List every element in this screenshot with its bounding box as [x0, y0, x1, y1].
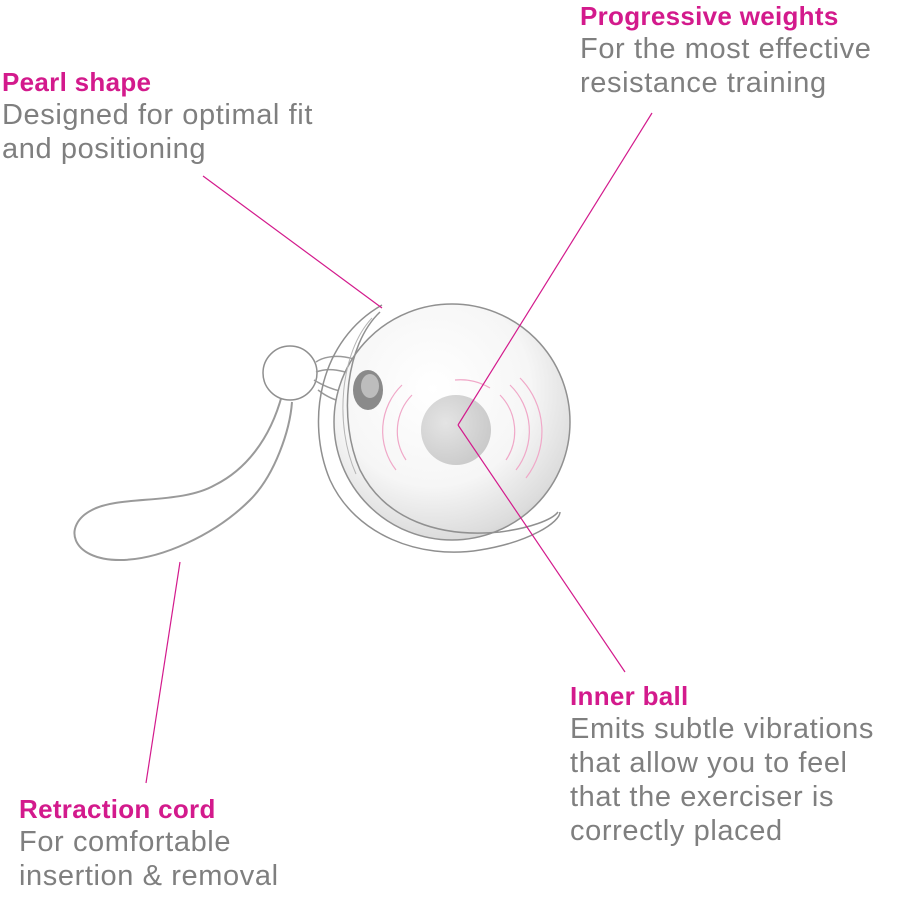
callout-description: Emits subtle vibrations that allow you t…: [570, 713, 874, 847]
callout-title: Pearl shape: [2, 67, 152, 97]
callout-title: Inner ball: [570, 681, 689, 711]
callout-progressive-weights: Progressive weights For the most effecti…: [580, 0, 908, 100]
callout-inner-ball: Inner ball Emits subtle vibrations that …: [570, 680, 908, 848]
leader-inner-ball: [457, 424, 626, 673]
casing-band: [346, 311, 559, 534]
casing-band-inner: [342, 317, 373, 475]
callout-description: For the most effective resistance traini…: [580, 33, 872, 99]
retraction-cord: [73, 394, 293, 562]
outer-casing: [317, 304, 561, 553]
callout-title: Progressive weights: [580, 1, 839, 31]
callout-pearl-shape: Pearl shape Designed for optimal fit and…: [2, 66, 382, 166]
callout-title: Retraction cord: [19, 794, 216, 824]
vibration-waves-icon: [382, 377, 543, 479]
leader-lines: [145, 112, 653, 784]
attachment-hole-rim: [361, 374, 379, 398]
leader-retraction-cord: [145, 561, 181, 784]
leader-progressive-weights: [457, 112, 653, 426]
leader-pearl-shape: [202, 175, 383, 309]
inner-ball: [421, 395, 491, 465]
callout-description: Designed for optimal fit and positioning: [2, 99, 313, 165]
cord-bead: [262, 345, 318, 401]
callout-description: For comfortable insertion & removal: [19, 826, 279, 892]
callout-retraction-cord: Retraction cord For comfortable insertio…: [19, 793, 349, 893]
